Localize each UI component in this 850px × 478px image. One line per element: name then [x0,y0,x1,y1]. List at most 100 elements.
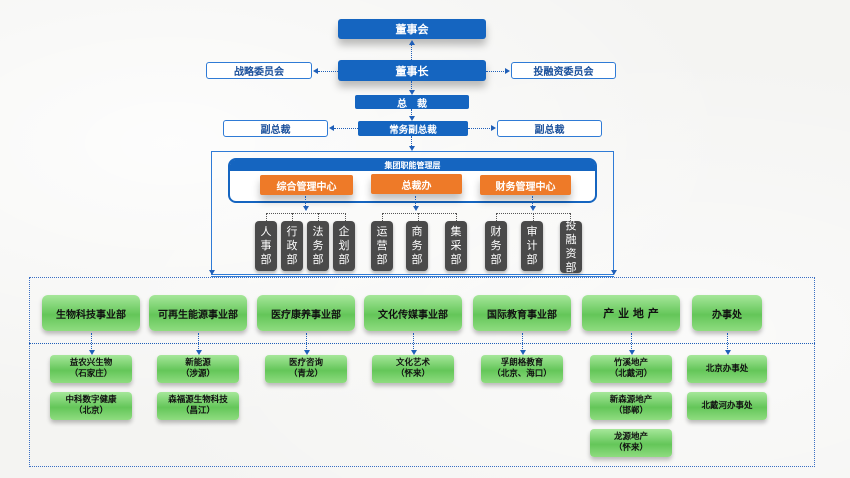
connector [496,213,497,221]
connector [631,333,632,353]
arrow-down-icon [89,350,95,355]
connector [306,333,307,353]
division-node: 文化传媒事业部 [364,295,462,331]
connector [91,333,92,353]
department-char: 融 [565,233,577,246]
center-label: 综合管理中心 [276,181,337,193]
department-node: 商务部 [406,221,428,271]
department-char: 商 [411,225,423,238]
strategy-committee-node: 战略委员会 [206,62,312,79]
connector [533,213,534,221]
strategy-committee-label: 战略委员会 [234,67,284,78]
subsidiary-label: 中科数字健康 [65,395,117,405]
department-char: 划 [338,239,350,252]
department-char: 部 [286,253,298,266]
subsidiary-label: 竹溪地产 [613,358,648,368]
subsidiary-label: （北京、海口） [492,369,552,379]
subsidiary-node: 北京办事处 [687,355,767,383]
chairman-node: 董事长 [338,60,486,81]
center-label: 总裁办 [401,180,432,192]
department-char: 部 [338,253,350,266]
connector [468,128,492,129]
division-label: 文化传媒事业部 [378,309,448,321]
division-label: 生物科技事业部 [56,309,126,321]
department-char: 行 [286,225,298,238]
connector [411,42,412,60]
subsidiary-node: 新森源地产（邯郸） [590,392,672,420]
arrow-down-icon [629,350,635,355]
connector [305,196,306,206]
subsidiary-label: （石家庄） [69,369,113,379]
connector [522,333,523,353]
connector [266,213,267,221]
connector [411,81,412,93]
department-char: 人 [260,225,272,238]
connector [29,343,815,344]
subsidiary-node: 益农兴生物（石家庄） [50,355,132,383]
subsidiary-label: （北戴河） [609,369,653,379]
board-label: 董事会 [395,23,429,36]
subsidiary-label: （北京） [73,406,108,416]
exec-vp-node: 常务副总裁 [358,121,468,136]
subsidiary-label: （邯郸） [613,406,648,416]
arrow-down-icon [725,350,731,355]
department-char: 部 [376,253,388,266]
department-char: 部 [312,253,324,266]
division-label: 办事处 [712,309,742,321]
connector [318,71,338,72]
department-char: 资 [565,247,577,260]
department-char: 投 [565,219,577,232]
connector [532,196,533,206]
department-node: 集采部 [445,221,467,271]
arrow-down-icon [409,146,415,151]
department-char: 集 [450,225,462,238]
connector [456,213,457,221]
connector [413,333,414,353]
department-char: 部 [490,253,502,266]
connector [382,213,383,221]
department-node: 人事部 [255,221,277,271]
center-label: 财务管理中心 [495,181,556,193]
department-node: 行政部 [281,221,303,271]
department-char: 务 [411,239,423,252]
arrow-right-icon [505,68,510,74]
arrow-down-icon [530,206,536,211]
division-node: 医疗康养事业部 [257,295,355,331]
connector [727,333,728,353]
division-node: 产 业 地 产 [582,295,680,331]
department-char: 部 [450,253,462,266]
department-node: 财务部 [485,221,507,271]
subsidiary-label: 北戴河办事处 [701,400,753,411]
board-node: 董事会 [338,19,486,39]
arrow-left-icon [313,68,318,74]
division-node: 办事处 [692,295,762,331]
connector [411,136,412,148]
subsidiary-label: 孚朗格教育 [500,358,544,368]
subsidiary-node: 文化艺术（怀来） [372,355,454,383]
department-char: 部 [260,253,272,266]
connector [318,213,319,221]
department-char: 部 [526,253,538,266]
arrow-down-icon [304,350,310,355]
department-char: 部 [565,261,577,274]
subsidiary-label: 医疗咨询 [288,358,323,368]
subsidiary-label: 龙源地产 [613,432,648,442]
department-char: 财 [490,225,502,238]
connector [411,109,412,119]
connector [570,213,571,221]
connector [418,213,419,221]
subsidiary-label: 北京办事处 [705,363,749,374]
department-node: 审计部 [521,221,543,271]
group-mgmt-title: 集团职能管理层 [230,160,595,171]
center-finance-mgmt: 财务管理中心 [480,175,571,195]
arrow-down-icon [520,350,526,355]
subsidiary-node: 孚朗格教育（北京、海口） [481,355,563,383]
division-node: 国际教育事业部 [473,295,571,331]
department-node: 企划部 [333,221,355,271]
vp-right-node: 副总裁 [497,120,602,137]
connector [292,213,293,221]
arrow-down-icon [611,270,617,275]
arrow-right-icon [491,125,496,131]
vp-left-label: 副总裁 [260,125,291,136]
center-general-mgmt: 综合管理中心 [260,175,353,195]
